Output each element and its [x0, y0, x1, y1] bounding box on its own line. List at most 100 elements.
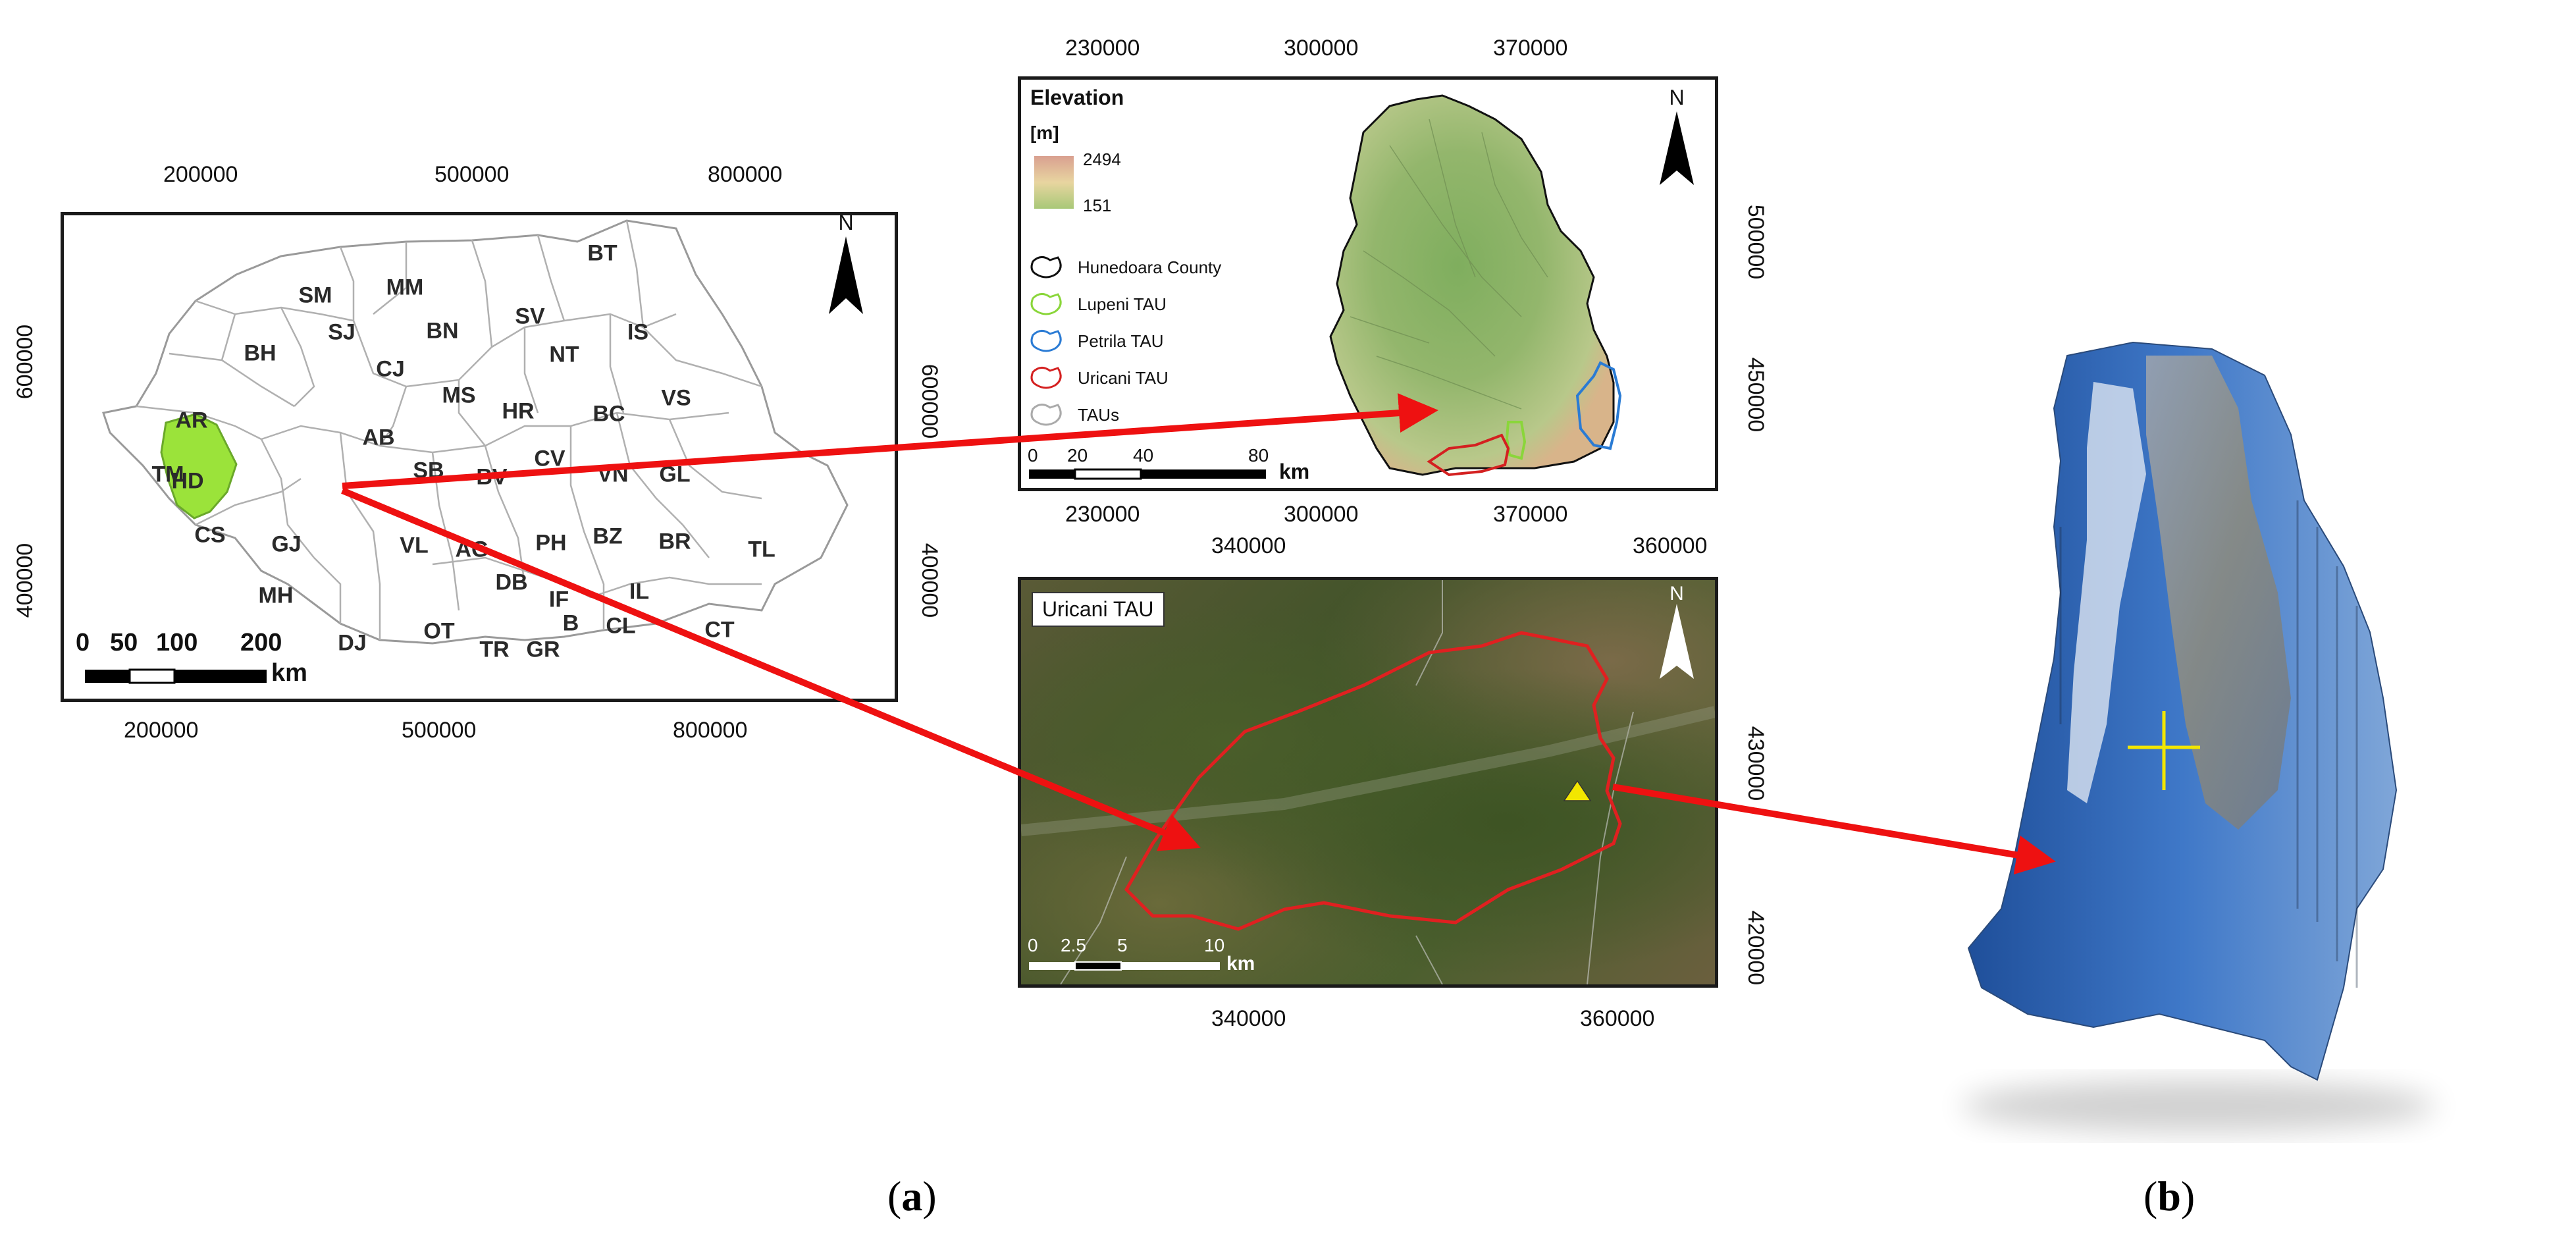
hunedoara-highlight — [160, 413, 238, 520]
scale-label: 0 — [76, 629, 90, 656]
lupeni-tau-outline — [1505, 421, 1527, 460]
svg-text:N: N — [1669, 86, 1684, 109]
county-label-b: B — [562, 610, 579, 636]
y-tick-right: 430000 — [1743, 726, 1769, 801]
svg-text:km: km — [1279, 460, 1309, 483]
county-label-tr: TR — [479, 637, 510, 662]
legend-symbol — [1030, 293, 1062, 315]
svg-text:0: 0 — [1028, 935, 1038, 955]
county-label-bv: BV — [476, 464, 508, 490]
county-label-nt: NT — [549, 342, 579, 367]
x-tick-top: 340000 — [1211, 533, 1286, 558]
scale-unit: km — [271, 659, 307, 687]
x-tick-top: 230000 — [1065, 36, 1140, 61]
scale-label: 100 — [156, 629, 198, 656]
county-label-bz: BZ — [592, 523, 623, 549]
svg-text:20: 20 — [1067, 445, 1088, 466]
legend-title: Elevation — [1030, 86, 1124, 109]
x-tick-top: 500000 — [434, 162, 510, 187]
x-tick-bottom: 300000 — [1284, 502, 1359, 527]
y-tick-right: 600000 — [917, 363, 943, 439]
y-tick-left: 400000 — [13, 543, 38, 618]
north-arrow-icon — [1660, 604, 1694, 679]
county-label-ab: AB — [362, 425, 395, 450]
legend-item-label: TAUs — [1078, 405, 1119, 425]
x-tick-bottom: 340000 — [1211, 1006, 1286, 1031]
county-label-cv: CV — [534, 446, 565, 471]
legend-symbol — [1030, 330, 1062, 352]
county-label-ph: PH — [535, 530, 567, 556]
county-label-db: DB — [495, 570, 528, 595]
north-arrow-icon — [829, 236, 863, 314]
legend-item-label: Hunedoara County — [1078, 257, 1221, 277]
svg-text:5: 5 — [1117, 935, 1128, 955]
county-label-sv: SV — [515, 304, 545, 329]
svg-text:10: 10 — [1204, 935, 1224, 955]
x-tick-top: 200000 — [163, 162, 238, 187]
county-label-vn: VN — [597, 462, 629, 487]
county-label-hr: HR — [502, 398, 535, 424]
county-label-dj: DJ — [338, 630, 367, 656]
county-label-mm: MM — [386, 275, 424, 300]
county-label-ar: AR — [175, 408, 208, 433]
x-tick-top: 300000 — [1284, 36, 1359, 61]
county-label-il: IL — [629, 579, 650, 604]
county-label-bh: BH — [244, 340, 276, 366]
county-label-br: BR — [658, 529, 691, 554]
legend-symbol — [1030, 404, 1062, 426]
county-label-bt: BT — [587, 240, 618, 266]
svg-text:80: 80 — [1248, 445, 1269, 466]
north-label: N — [838, 215, 853, 234]
svg-text:2494: 2494 — [1083, 149, 1121, 169]
county-label-hd: HD — [171, 468, 204, 494]
uricani-title-box: Uricani TAU — [1032, 592, 1165, 627]
svg-text:N: N — [1669, 583, 1684, 604]
county-label-mh: MH — [258, 583, 294, 608]
north-arrow-icon — [1660, 111, 1694, 185]
x-tick-top: 360000 — [1633, 533, 1708, 558]
county-label-sj: SJ — [328, 319, 355, 345]
petrila-tau-outline — [1575, 361, 1622, 450]
romania-counties-svg: N — [85, 215, 863, 684]
romania-map-panel: 200000 500000 800000 200000 500000 80000… — [0, 0, 942, 743]
county-label-if: IF — [548, 587, 569, 612]
y-tick-left: 600000 — [13, 324, 38, 400]
x-tick-bottom: 800000 — [673, 718, 748, 743]
county-label-cj: CJ — [376, 356, 405, 382]
county-label-cs: CS — [194, 522, 226, 548]
terrain-model — [1967, 341, 2398, 1081]
x-tick-bottom: 360000 — [1580, 1006, 1655, 1031]
panel-label-a: (a) — [887, 1173, 937, 1219]
county-label-ot: OT — [423, 618, 455, 644]
x-tick-bottom: 230000 — [1065, 502, 1140, 527]
study-site-marker — [1563, 780, 1592, 801]
county-label-bn: BN — [426, 318, 459, 344]
svg-text:0: 0 — [1028, 445, 1038, 466]
county-label-gj: GJ — [271, 531, 302, 557]
county-label-ms: MS — [442, 383, 476, 408]
point-cloud-panel — [1896, 329, 2475, 1159]
hunedoara-county-shape — [1329, 94, 1615, 476]
uricani-map-panel: 340000 360000 340000 360000 430000 42000… — [955, 527, 1784, 1040]
svg-text:km: km — [1226, 953, 1255, 975]
elevation-ramp — [1034, 156, 1074, 209]
x-tick-bottom: 200000 — [124, 718, 199, 743]
svg-text:2.5: 2.5 — [1061, 935, 1086, 955]
legend-item-label: Lupeni TAU — [1078, 294, 1167, 314]
county-label-gr: GR — [526, 637, 560, 662]
svg-text:40: 40 — [1133, 445, 1153, 466]
county-label-ag: AG — [455, 537, 489, 562]
legend-symbol — [1030, 256, 1062, 279]
uricani-svg: N 0 2.5 5 10 km — [1021, 580, 1715, 984]
panel-label-b: (b) — [2143, 1173, 2195, 1219]
x-tick-top: 800000 — [708, 162, 783, 187]
y-tick-right: 450000 — [1743, 357, 1769, 433]
hunedoara-map-panel: 230000 300000 370000 230000 300000 37000… — [955, 0, 1784, 553]
y-tick-right: 400000 — [917, 543, 943, 618]
county-label-vl: VL — [400, 533, 429, 558]
county-label-sm: SM — [298, 282, 332, 308]
uricani-map-frame: N 0 2.5 5 10 km Uricani TAU — [1018, 577, 1718, 988]
legend-unit: [m] — [1030, 122, 1059, 143]
